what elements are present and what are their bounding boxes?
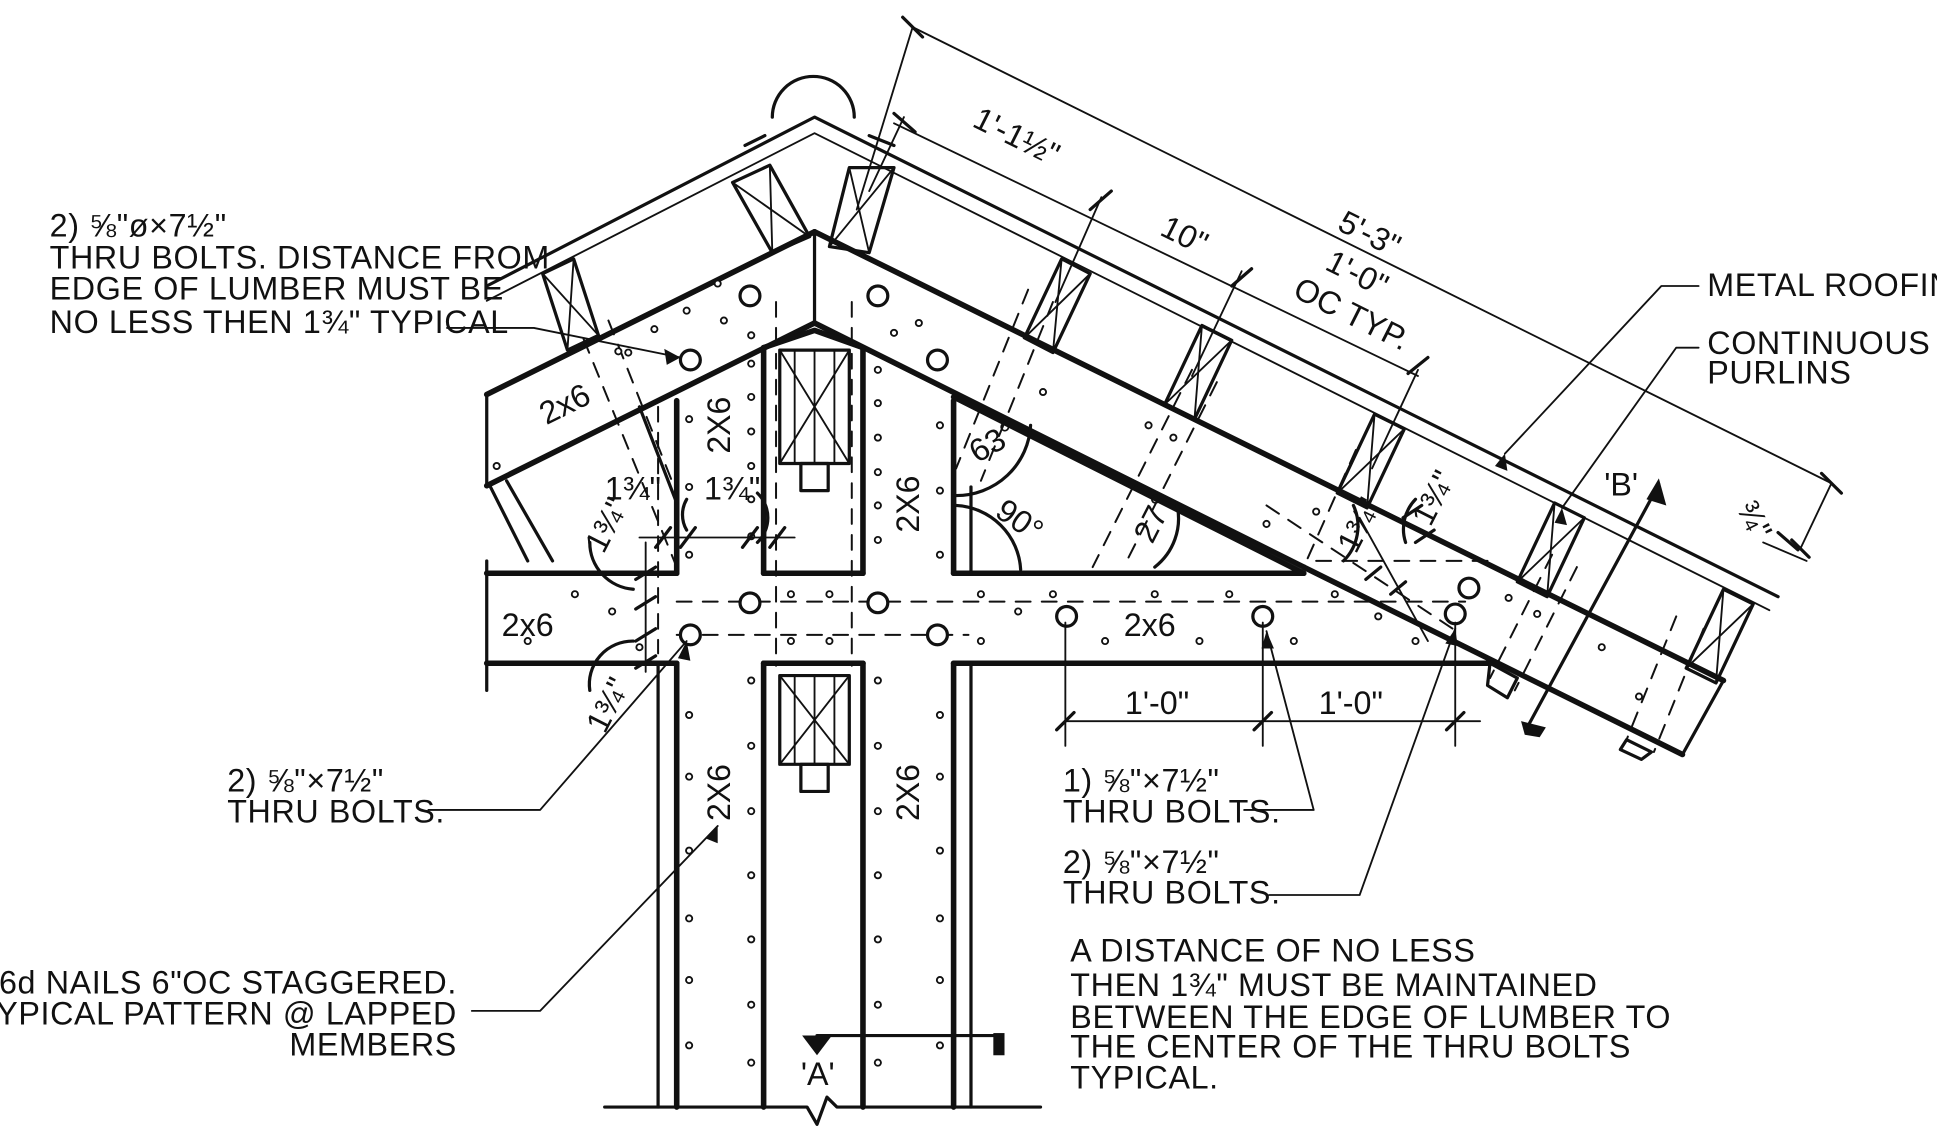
leader-lines	[427, 285, 1700, 1012]
dim-edge-4: 1¾"	[579, 672, 637, 738]
dim-edge-5: 1¾"	[1330, 492, 1388, 558]
svg-text:CONTINUOUS: CONTINUOUS	[1707, 325, 1930, 361]
svg-text:THRU BOLTS.: THRU BOLTS.	[1063, 875, 1281, 911]
svg-text:NO LESS THEN 1¾" TYPICAL: NO LESS THEN 1¾" TYPICAL	[50, 304, 509, 340]
dim-edge-6: 1¾"	[1404, 465, 1462, 531]
posts	[656, 327, 973, 1110]
diagonal-braces	[488, 394, 1307, 577]
rafters	[483, 228, 1727, 758]
svg-text:TYPICAL.: TYPICAL.	[1070, 1060, 1218, 1096]
note-bolt-left: 2) ⅝"×7½" THRU BOLTS.	[227, 763, 445, 830]
svg-text:THRU BOLTS.: THRU BOLTS.	[227, 793, 445, 829]
svg-text:THE CENTER OF THE THRU BOLTS: THE CENTER OF THE THRU BOLTS	[1070, 1029, 1631, 1065]
section-a-marker	[802, 1033, 1005, 1056]
dim-bolt-spacing-1: 1'-0"	[1125, 685, 1189, 721]
section-b-label: 'B'	[1604, 467, 1638, 503]
dim-edge-2: 1¾"	[704, 470, 760, 506]
svg-text:2) ⅝"×7½": 2) ⅝"×7½"	[1063, 844, 1220, 880]
svg-text:THRU BOLTS.: THRU BOLTS.	[1063, 793, 1281, 829]
label-post-bottom-left: 2X6	[701, 764, 737, 821]
break-line	[603, 1095, 1043, 1126]
label-beam-right: 2x6	[1124, 607, 1176, 643]
svg-text:MEMBERS: MEMBERS	[289, 1026, 457, 1062]
note-metal-roofing: METAL ROOFING	[1707, 267, 1937, 303]
label-beam-left: 2x6	[502, 607, 554, 643]
note-bolt-one: 1) ⅝"×7½" THRU BOLTS.	[1063, 763, 1281, 830]
angle-27: 27°	[1126, 489, 1180, 548]
svg-text:16d NAILS 6"OC STAGGERED.: 16d NAILS 6"OC STAGGERED.	[0, 965, 457, 1001]
label-post-top-right: 2X6	[890, 476, 926, 533]
svg-text:2) ⅝"×7½": 2) ⅝"×7½"	[227, 763, 384, 799]
dimension-lines	[634, 15, 1844, 747]
note-edge-distance: A DISTANCE OF NO LESS THEN 1¾" MUST BE M…	[1070, 933, 1671, 1096]
dim-bolt-spacing-2: 1'-0"	[1319, 685, 1383, 721]
svg-text:2) ⅝"ø×7½": 2) ⅝"ø×7½"	[50, 208, 227, 244]
svg-text:A DISTANCE OF NO LESS: A DISTANCE OF NO LESS	[1070, 933, 1475, 969]
label-post-top-left: 2X6	[701, 397, 737, 454]
dim-edge-1: 1¾"	[605, 470, 661, 506]
note-bolt-two: 2) ⅝"×7½" THRU BOLTS.	[1063, 844, 1281, 911]
section-b-marker	[1521, 478, 1667, 738]
label-rafter: 2x6	[533, 376, 596, 431]
svg-text:THEN 1¾" MUST BE MAINTAINED: THEN 1¾" MUST BE MAINTAINED	[1070, 967, 1597, 1003]
note-nails: 16d NAILS 6"OC STAGGERED. TYPICAL PATTER…	[0, 965, 457, 1063]
svg-text:1) ⅝"×7½": 1) ⅝"×7½"	[1063, 763, 1220, 799]
purlins	[540, 163, 1755, 794]
note-bolt-top: 2) ⅝"ø×7½" THRU BOLTS. DISTANCE FROM EDG…	[50, 208, 550, 340]
svg-text:PURLINS: PURLINS	[1707, 355, 1851, 391]
svg-text:EDGE OF LUMBER MUST BE: EDGE OF LUMBER MUST BE	[50, 271, 504, 307]
svg-text:THRU BOLTS. DISTANCE FROM: THRU BOLTS. DISTANCE FROM	[50, 240, 550, 276]
nail-pattern	[492, 279, 1644, 1067]
label-post-bottom-right: 2X6	[890, 764, 926, 821]
thru-bolts	[678, 284, 1481, 647]
section-a-label: 'A'	[801, 1056, 835, 1092]
angle-90: 90°	[989, 492, 1050, 549]
note-purlins: CONTINUOUS PURLINS	[1707, 325, 1930, 390]
svg-text:BETWEEN THE EDGE OF LUMBER TO: BETWEEN THE EDGE OF LUMBER TO	[1070, 999, 1671, 1035]
metal-roofing-lines	[485, 115, 1780, 612]
svg-text:TYPICAL PATTERN @ LAPPED: TYPICAL PATTERN @ LAPPED	[0, 996, 457, 1032]
dim-overhang: ¾"	[1730, 495, 1780, 545]
dim-first-purlin: 1'-1½"	[968, 100, 1066, 173]
ridge-cap	[770, 74, 856, 119]
angle-arcs	[587, 423, 1418, 692]
